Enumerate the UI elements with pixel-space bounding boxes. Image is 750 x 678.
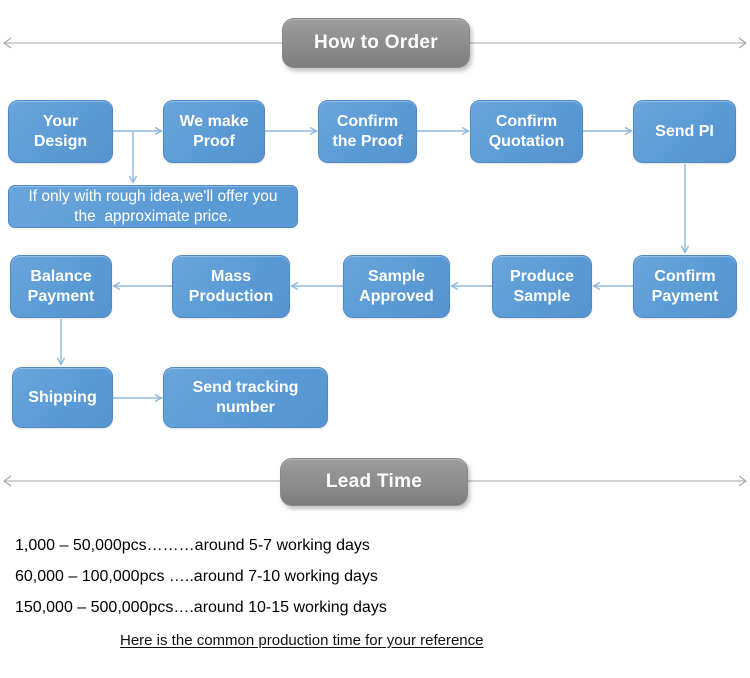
flow-step-produce-sample: Produce Sample: [492, 255, 592, 318]
flow-step-balance-payment: Balance Payment: [10, 255, 112, 318]
section-header-how-to-order: How to Order: [282, 18, 470, 68]
section-header-lead-time: Lead Time: [280, 458, 468, 506]
lead-time-line-3: 150,000 – 500,000pcs….around 10-15 worki…: [15, 599, 387, 616]
lead-time-line-1: 1,000 – 50,000pcs………around 5-7 working d…: [15, 537, 370, 554]
flow-step-confirm-payment: Confirm Payment: [633, 255, 737, 318]
flow-step-confirm-quotation: Confirm Quotation: [470, 100, 583, 163]
flow-step-sample-approved: Sample Approved: [343, 255, 450, 318]
flow-step-shipping: Shipping: [12, 367, 113, 428]
flow-step-confirm-the-proof: Confirm the Proof: [318, 100, 417, 163]
flow-step-send-tracking-number: Send tracking number: [163, 367, 328, 428]
flow-step-mass-production: Mass Production: [172, 255, 290, 318]
rule-left-arrow-icon: [2, 475, 12, 487]
rough-idea-note: If only with rough idea,we'll offer you …: [8, 185, 298, 228]
lead-time-line-2: 60,000 – 100,000pcs …..around 7-10 worki…: [15, 568, 378, 585]
flow-step-your-design: Your Design: [8, 100, 113, 163]
rule-right-arrow-icon: [738, 475, 748, 487]
flow-step-send-pi: Send PI: [633, 100, 736, 163]
rule-left-arrow-icon: [2, 37, 12, 49]
flow-step-we-make-proof: We make Proof: [163, 100, 265, 163]
section-title: How to Order: [314, 32, 438, 53]
lead-time-reference-note: Here is the common production time for y…: [120, 632, 484, 649]
section-title: Lead Time: [325, 471, 423, 492]
rule-right-arrow-icon: [738, 37, 748, 49]
